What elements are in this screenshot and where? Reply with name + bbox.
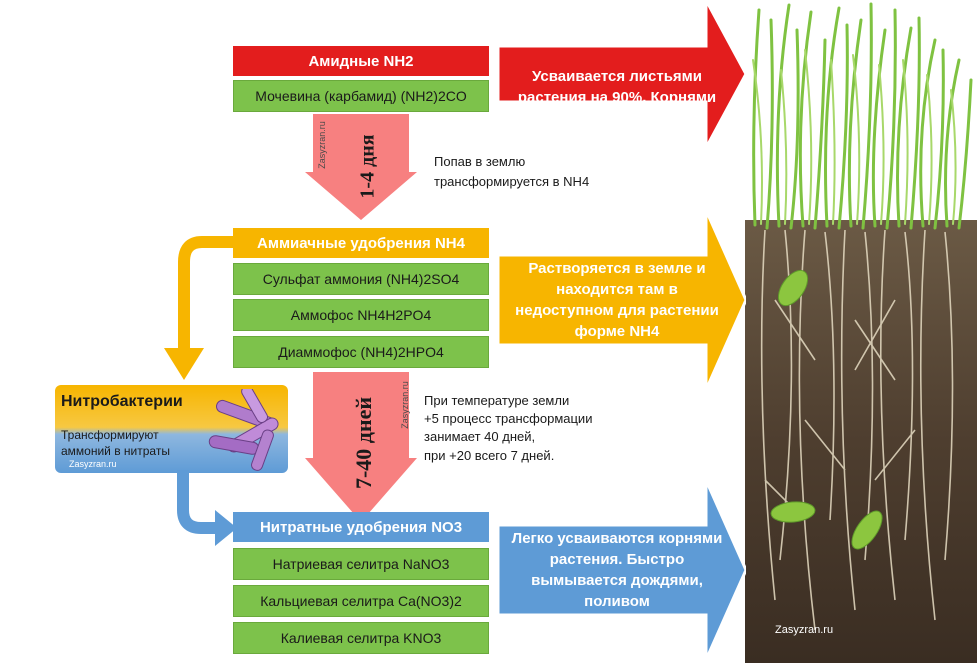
step1-watermark: Zasyzran.ru	[317, 121, 327, 169]
amide-header: Амидные NH2	[233, 46, 489, 76]
step2-days: 7-40 дней	[351, 396, 376, 490]
step2-note-line: занимает 40 дней,	[424, 429, 536, 445]
step1-days: 1-4 дня	[356, 134, 379, 199]
blue-arrow-text: Легко усваиваются корнями растения. Быст…	[511, 530, 723, 610]
bacteria-watermark: Zasyzran.ru	[69, 459, 117, 469]
ammonium-header: Аммиачные удобрения NH4	[233, 228, 489, 258]
yellow-arrow-text: Растворяется в земле и находится там в н…	[515, 260, 719, 340]
red-arrow	[498, 0, 746, 148]
bacteria-title: Нитробактерии	[61, 393, 183, 410]
blue-arrow	[498, 480, 746, 660]
photo-watermark: Zasyzran.ru	[775, 624, 834, 636]
down-arrow-1	[305, 114, 417, 220]
ammonium-item: Аммофос NH4H2PO4	[233, 299, 489, 331]
nitrate-item: Кальциевая селитра Ca(NO3)2	[233, 585, 489, 617]
step2-note-line: при +20 всего 7 дней.	[424, 447, 555, 463]
red-arrow-text: Усваивается листьями растения на 90%. Ко…	[517, 67, 717, 127]
yellow-curve-arrow	[164, 236, 236, 380]
nitrate-item: Калиевая селитра KNO3	[233, 622, 489, 654]
step2-note-line: +5 процесс трансформации	[424, 411, 593, 427]
bacteria-text: Трансформируют аммоний в нитраты	[61, 427, 170, 459]
ammonium-item: Диаммофос (NH4)2HPO4	[233, 336, 489, 368]
bacteria-text-line: аммоний в нитраты	[61, 444, 170, 459]
amide-item: Мочевина (карбамид) (NH2)2CO	[233, 80, 489, 112]
bacteria-icon	[208, 389, 279, 471]
step1-note-line: Попав в землю	[434, 154, 526, 169]
nitrate-header: Нитратные удобрения NO3	[233, 512, 489, 542]
bacteria-card: Нитробактерии Трансформируют аммоний в н…	[55, 385, 288, 473]
step1-note: Попав в землю трансформируется в NH4	[434, 152, 589, 191]
step2-watermark: Zasyzran.ru	[400, 381, 410, 429]
plant-photo: Zasyzran.ru	[745, 0, 977, 663]
step1-note-line: трансформируется в NH4	[434, 173, 590, 189]
yellow-arrow	[498, 210, 746, 390]
blue-curve-arrow	[177, 470, 237, 546]
bacteria-text-line: Трансформируют	[61, 428, 159, 442]
down-arrow-2	[305, 372, 417, 522]
nitrate-item: Натриевая селитра NaNO3	[233, 548, 489, 580]
step2-note-line: При температуре земли	[424, 393, 570, 408]
ammonium-item: Сульфат аммония (NH4)2SO4	[233, 263, 489, 295]
step2-note: При температуре земли +5 процесс трансфо…	[424, 392, 592, 465]
